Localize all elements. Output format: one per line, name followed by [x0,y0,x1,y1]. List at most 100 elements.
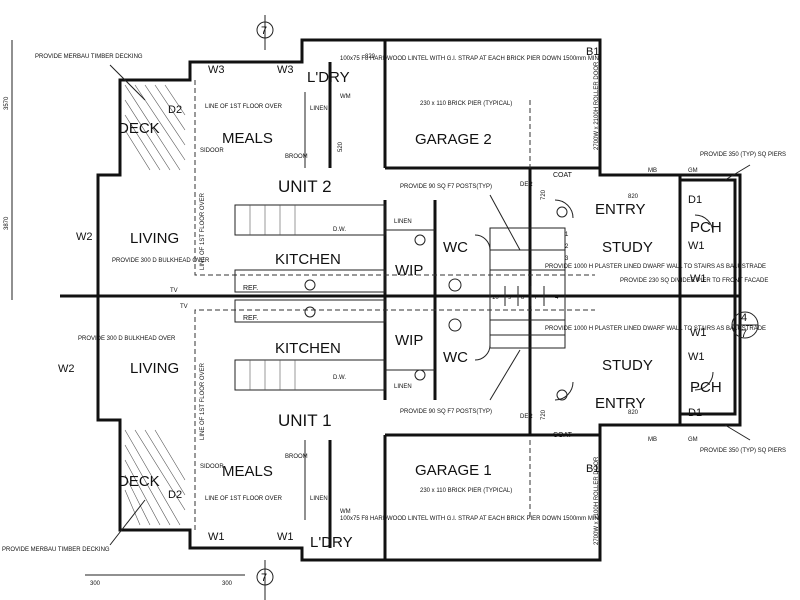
label-broom-bot: BROOM [285,454,308,460]
gm-meter2-icon [556,206,568,218]
leader-piers-bot [724,424,751,441]
note-first-floor-side-top: LINE OF 1ST FLOOR OVER [200,192,206,270]
note-brick-pier-top: 230 x 110 BRICK PIER (TYPICAL) [420,101,512,107]
note-first-floor-side-bot: LINE OF 1ST FLOOR OVER [200,362,206,440]
stair-num-7: 7 [534,295,538,301]
window-d1-bot: D1 [688,407,702,419]
grid-label-4: 4 [741,312,747,324]
label-mb-bot: MB [648,437,657,443]
window-b1-bot: B1 [586,463,599,475]
note-first-floor-top: LINE OF 1ST FLOOR OVER [205,104,283,110]
window-w1-pch2: W1 [688,240,705,252]
room-entry-bot: ENTRY [595,395,646,412]
dim-300-b: 300 [222,581,233,587]
room-meals-bot: MEALS [222,463,273,480]
stair-num-3: 3 [565,256,569,262]
note-roller-top: 2700W x 2100H ROLLER DOOR [594,61,600,150]
door-swing-entry1 [554,381,574,401]
label-der-bot: DER [520,414,533,420]
leader-posts-top [489,194,521,251]
label-linen-bot: LINEN [394,384,412,390]
room-kitchen-top: KITCHEN [275,251,341,268]
label-mb-top: MB [648,168,657,174]
room-pch-top: PCH [690,219,722,236]
room-living-bot: LIVING [130,360,179,377]
grid-label-7-top: 7 [261,25,267,37]
grid-label-7-side: 7 [741,328,747,340]
dim-300-a: 300 [90,581,101,587]
dim-820-c: 820 [628,410,639,416]
label-dw-bot: D.W. [333,375,346,381]
grid-bubble-7-top [256,21,274,39]
note-roller-bot: 2700W x 2100H ROLLER DOOR [594,456,600,545]
door-swing-entry2 [554,199,574,219]
window-w1-pch-mid2: W1 [690,327,707,339]
room-kitchen-bot: KITCHEN [275,340,341,357]
unit2-label: UNIT 2 [278,177,332,196]
door-swing-wc1 [474,344,491,361]
note-lintel-top: 100x75 F8 HARDWOOD LINTEL WITH G.I. STRA… [340,56,599,62]
note-posts-bot: PROVIDE 90 SQ F7 POSTS(TYP) [400,409,492,415]
dim-820-a: 820 [365,54,376,60]
note-piers-bot: PROVIDE 350 (TYP) SQ PIERS [700,448,786,454]
room-living-top: LIVING [130,230,179,247]
note-lintel-bot: 100x75 F8 HARDWOOD LINTEL WITH G.I. STRA… [340,516,599,522]
window-w1-bot-b: W1 [277,531,294,543]
washbasin1-icon [414,369,426,381]
window-w2-bot: W2 [58,363,75,375]
kitchen1-island [234,359,386,391]
toilet1-icon [448,318,462,332]
dim-3870: 3870 [4,216,10,230]
gm-meter1-icon [556,389,568,401]
toilet2-icon [448,278,462,292]
window-w3-b: W3 [277,64,294,76]
deck-bot-hatch [124,429,186,526]
grid-label-7-bot: 7 [261,572,267,584]
dim-720-a: 720 [541,189,547,200]
kitchen2-bench [234,204,386,236]
label-gm-bot: GM [688,437,698,443]
room-deck-bot: DECK [118,473,160,490]
window-w1-pch-mid: W1 [690,273,707,285]
deck-top-hatch [124,84,186,171]
note-bulkhead-top: PROVIDE 300 D BULKHEAD OVER [112,258,210,264]
dim-520: 520 [338,141,344,152]
note-merbau-bot: PROVIDE MERBAU TIMBER DECKING [2,547,110,553]
wall-unit1-rear [96,296,742,562]
window-d2-bot: D2 [168,489,182,501]
stair-num-2: 2 [565,244,569,250]
sink2-icon [304,279,316,291]
stair-num-4: 4 [555,295,559,301]
window-d1-top: D1 [688,194,702,206]
label-sidoor-top: SIDOOR [200,148,224,154]
unit1-label: UNIT 1 [278,411,332,430]
note-divider: PROVIDE 230 SQ DIVIDER PIER TO FRONT FAC… [620,278,768,284]
leader-merbau-top [109,64,146,101]
stair-num-10: 10 [492,295,499,301]
room-wip-top: WIP [395,262,423,279]
room-pch-bot: PCH [690,379,722,396]
label-gm-top: GM [688,168,698,174]
window-b1-top: B1 [586,46,599,58]
note-first-floor-bot: LINE OF 1ST FLOOR OVER [205,496,283,502]
leader-posts-bot [489,349,521,401]
kitchen2-island [234,269,386,293]
note-posts-top: PROVIDE 90 SQ F7 POSTS(TYP) [400,184,492,190]
label-dw-top: D.W. [333,227,346,233]
dim-3570: 3570 [4,96,10,110]
note-piers-top: PROVIDE 350 (TYP) SQ PIERS [700,152,786,158]
window-w1-bot-a: W1 [208,531,225,543]
window-w2-top: W2 [76,231,93,243]
room-meals-top: MEALS [222,130,273,147]
room-study-bot: STUDY [602,357,653,374]
note-bulkhead-bot: PROVIDE 300 D BULKHEAD OVER [78,336,176,342]
window-d2-top: D2 [168,104,182,116]
room-garage2: GARAGE 2 [415,131,492,148]
label-wm-top: WM [340,94,351,100]
kitchen1-bench [234,299,386,323]
label-wm-bot: WM [340,509,351,515]
label-linen-ldry-top: LINEN [310,106,328,112]
stair-num-9: 9 [508,295,512,301]
note-dwarf-top: PROVIDE 1000 H PLASTER LINED DWARF WALL … [545,264,766,270]
dim-720-b: 720 [541,409,547,420]
